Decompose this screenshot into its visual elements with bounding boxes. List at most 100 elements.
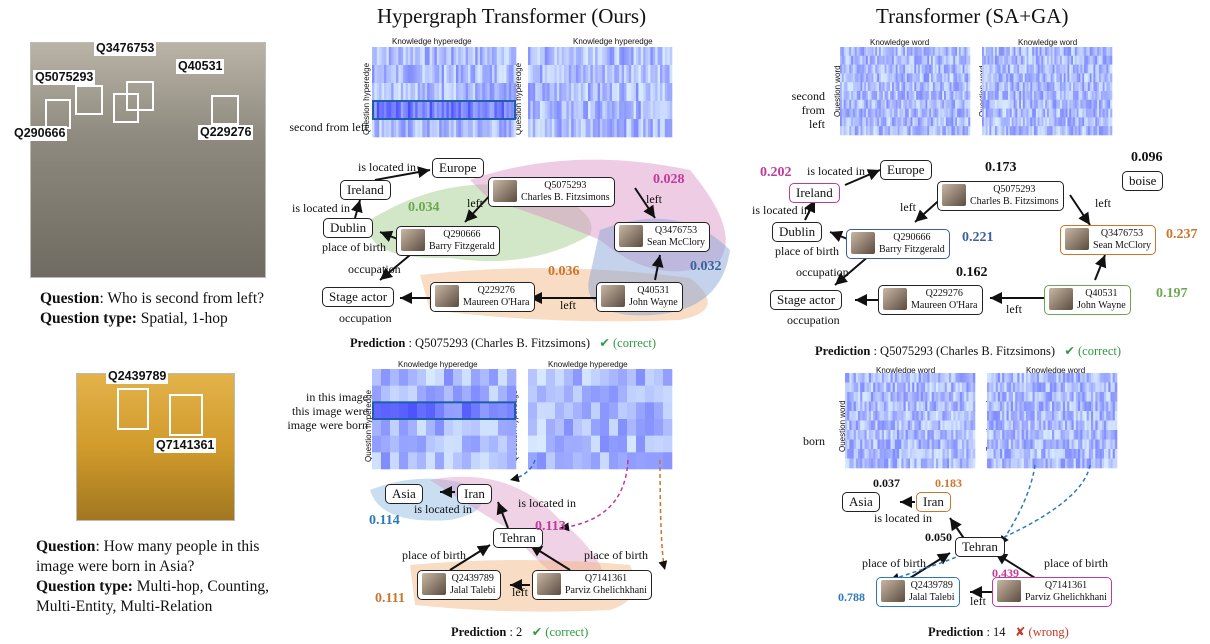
heatmap-ours-2	[372, 369, 673, 470]
edge-label: left	[467, 196, 483, 210]
score-boise: 0.096	[1131, 150, 1163, 165]
node-ireland-ours: Ireland	[340, 180, 391, 200]
edge-label: place of birth	[584, 548, 648, 562]
title-ours: Hypergraph Transformer (Ours)	[377, 4, 647, 28]
node-tehran-base: Tehran	[955, 537, 1005, 557]
prediction-base-1: Prediction : Q5075293 (Charles B. Fitzsi…	[815, 344, 1122, 358]
tag-q7141361: Q7141361	[154, 438, 217, 453]
edge-label: is located in	[518, 496, 576, 510]
tag-q229276: Q229276	[198, 125, 254, 140]
node-ireland-base: Ireland	[789, 183, 840, 203]
prediction-base-2: Prediction : 14 ✘ (wrong)	[928, 625, 1069, 639]
rowlabel-base-2: born	[803, 434, 825, 448]
edge-label: place of birth	[322, 240, 386, 254]
tag-q5075293: Q5075293	[33, 70, 96, 85]
example2-question: Question: How many people in this image …	[36, 538, 269, 615]
node-dublin-ours: Dublin	[323, 218, 374, 238]
example1-question: Question: Who is second from left? Quest…	[40, 290, 265, 327]
score-ireland: 0.202	[760, 165, 792, 180]
edge-label: occupation	[339, 311, 392, 325]
score-pink: 0.028	[653, 172, 685, 187]
prediction-ours-2: Prediction : 2 ✔ (correct)	[451, 625, 589, 639]
graph-base-2	[889, 464, 1091, 598]
edge-label: place of birth	[1044, 556, 1108, 570]
edge-label: is located in	[874, 511, 932, 525]
node-iran-base: Iran	[916, 492, 951, 512]
heatb2-right-title: Knowledge word	[1026, 366, 1086, 375]
heatmap-ours-1	[372, 47, 673, 138]
node-europe-base: Europe	[880, 160, 932, 180]
score-blue: 0.032	[690, 259, 722, 274]
heatmap-base-2	[845, 373, 1118, 469]
node-dublin-base: Dublin	[772, 222, 823, 242]
rowlabel-base-1: second from left	[791, 89, 825, 131]
score-pink-2: 0.113	[535, 519, 566, 534]
edge-label: occupation	[787, 313, 840, 327]
score-orange: 0.036	[548, 264, 580, 279]
node-asia-ours: Asia	[385, 484, 423, 504]
node-tehran-ours: Tehran	[493, 528, 543, 548]
edge-label: is located in	[807, 164, 865, 178]
node-europe-ours: Europe	[432, 158, 484, 178]
edge-label: is located in	[414, 502, 472, 516]
score-blue-2: 0.114	[369, 513, 400, 528]
score-john: 0.197	[1156, 286, 1188, 301]
edge-label: left	[970, 594, 986, 608]
heatb1-right-title: Knowledge word	[1018, 38, 1078, 47]
title-baseline: Transformer (SA+GA)	[876, 4, 1069, 28]
edge-label: place of birth	[402, 548, 466, 562]
score-asia: 0.037	[873, 476, 900, 490]
score-parviz: 0.439	[992, 566, 1019, 580]
prediction-ours-1: Prediction : Q5075293 (Charles B. Fitzsi…	[350, 336, 657, 350]
edge-label: place of birth	[775, 244, 839, 258]
heat1-right-title: Knowledge hyperedge	[573, 37, 653, 46]
edge-label: is located in	[752, 203, 810, 217]
tag-q290666: Q290666	[12, 126, 68, 141]
node-stage-ours: Stage actor	[322, 287, 395, 307]
edge-label: left	[646, 192, 662, 206]
score-tehran: 0.050	[925, 530, 952, 544]
score-iran: 0.183	[935, 476, 962, 490]
score-barry: 0.221	[962, 230, 994, 245]
heat2-right-title: Knowledge hyperedge	[548, 360, 628, 369]
rowlabel-ours-1: second from left	[289, 120, 368, 134]
score-jalal: 0.788	[838, 590, 865, 604]
edge-label: place of birth	[862, 556, 926, 570]
edge-label: left	[1095, 196, 1111, 210]
edge-label: is located in	[358, 160, 416, 174]
edge-label: occupation	[348, 262, 401, 276]
tag-q3476753: Q3476753	[94, 41, 157, 56]
node-stage-base: Stage actor	[770, 290, 843, 310]
edge-label: left	[512, 585, 528, 599]
heatb2-left-title: Knowledge word	[876, 366, 936, 375]
node-boise-base: boise	[1122, 171, 1164, 191]
score-maureen: 0.162	[956, 265, 988, 280]
node-iran-ours: Iran	[457, 484, 492, 504]
tag-q2439789: Q2439789	[106, 369, 169, 384]
edge-label: occupation	[796, 265, 849, 279]
heatb1-left-title: Knowledge word	[870, 38, 930, 47]
heat1-left-title: Knowledge hyperedge	[392, 37, 472, 46]
score-green: 0.034	[408, 200, 440, 215]
node-asia-base: Asia	[842, 492, 880, 512]
edge-label: is located in	[292, 201, 350, 215]
graph-base-1-edges	[804, 169, 1107, 306]
edge-label: left	[1006, 302, 1022, 316]
heat2-left-title: Knowledge hyperedge	[398, 360, 478, 369]
rowlabel-ours-2: in this image this image were image were…	[287, 390, 368, 432]
edge-label: left	[900, 200, 916, 214]
